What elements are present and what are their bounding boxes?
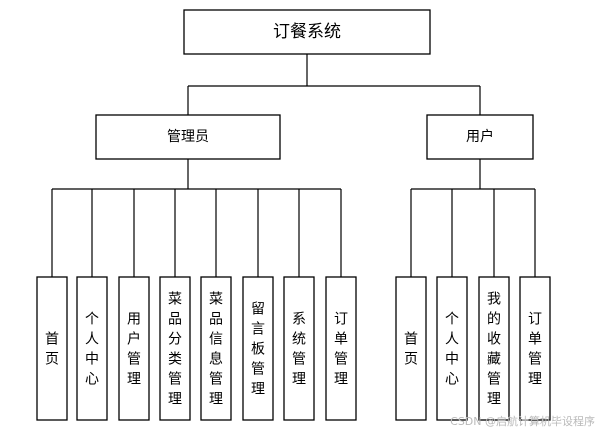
leaf-nodes: 首页 个人中心 用户管理 菜品分类管理 菜品信息管理 留言板管理 系统管理 订单管理 首页 个人中…: [36, 276, 551, 421]
leaf-node: 菜品分类管理: [159, 276, 191, 421]
leaf-node: 订单管理: [519, 276, 551, 421]
root-label: 订餐系统: [273, 22, 341, 42]
branch-label-user: 用户: [466, 128, 494, 145]
branch-label-admin: 管理员: [167, 129, 209, 145]
leaf-label: 菜品信息管理: [209, 292, 223, 408]
leaf-node: 首页: [395, 276, 427, 421]
leaf-label: 订单管理: [528, 312, 542, 388]
leaf-node: 我的收藏管理: [478, 276, 510, 421]
branch-node-admin: 管理员: [95, 114, 281, 160]
leaf-label: 个人中心: [85, 312, 99, 388]
leaf-node: 首页: [36, 276, 68, 421]
leaf-label: 留言板管理: [251, 302, 265, 398]
leaf-node: 订单管理: [325, 276, 357, 421]
leaf-label: 系统管理: [292, 312, 306, 388]
watermark-text: CSDN @启航计算机毕设程序: [450, 415, 595, 428]
leaf-node: 个人中心: [76, 276, 108, 421]
leaf-label: 首页: [45, 332, 59, 368]
leaf-node: 菜品信息管理: [200, 276, 232, 421]
leaf-label: 用户管理: [127, 312, 141, 388]
connector-lines: [51, 54, 536, 277]
leaf-label: 我的收藏管理: [487, 292, 501, 408]
leaf-node: 个人中心: [436, 276, 468, 421]
leaf-node: 系统管理: [283, 276, 315, 421]
leaf-node: 用户管理: [118, 276, 150, 421]
root-node: 订餐系统: [183, 9, 431, 55]
leaf-label: 菜品分类管理: [168, 292, 182, 408]
leaf-label: 个人中心: [445, 312, 459, 388]
leaf-label: 首页: [404, 332, 418, 368]
leaf-label: 订单管理: [334, 312, 348, 388]
branch-node-user: 用户: [426, 114, 534, 160]
leaf-node: 留言板管理: [242, 276, 274, 421]
